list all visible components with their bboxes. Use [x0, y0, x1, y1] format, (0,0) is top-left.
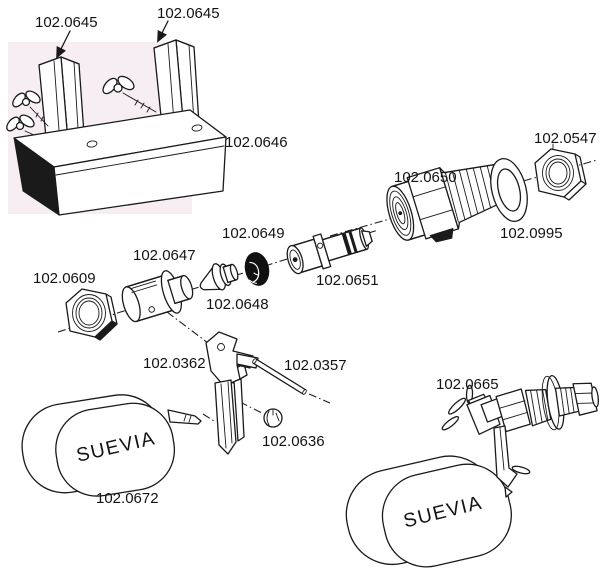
- arrow-clamp-right: [157, 20, 169, 43]
- dash-float-to-lever: [202, 413, 215, 422]
- clamp-plate-right: [153, 39, 200, 127]
- hex-nut-102-0547: [534, 143, 587, 201]
- part-label-clamp-a: 102.0645: [35, 14, 98, 31]
- valve-body-102-0650: [386, 161, 522, 243]
- part-label-cap: 102.0636: [262, 433, 325, 450]
- part-label-washer: 102.0995: [500, 225, 563, 242]
- part-label-rod: 102.0357: [284, 357, 347, 374]
- clamp-plate-left: [38, 56, 86, 149]
- rod-102-0357: [252, 358, 307, 395]
- hex-nut-102-0609: [65, 288, 118, 341]
- assembly-valve: [441, 374, 600, 435]
- dash-rod-axis: [308, 393, 331, 404]
- wing-nut-left-upper: [12, 90, 49, 127]
- part-label-assembly: 102.0665: [436, 376, 499, 393]
- cone-102-0648: [199, 263, 239, 291]
- mounting-bracket-drawing: [6, 20, 227, 216]
- valve-pin-102-0651: [286, 227, 373, 275]
- lever-102-0362: [205, 331, 259, 455]
- cap-102-0636: [263, 408, 283, 428]
- complete-assembly-102-0665: SUEVIA: [345, 374, 600, 568]
- float-stem: [167, 409, 202, 425]
- part-label-pin: 102.0651: [316, 272, 379, 289]
- part-label-clamp-b: 102.0645: [157, 5, 220, 22]
- part-label-valve: 102.0650: [394, 169, 457, 186]
- arrow-clamp-left: [56, 30, 71, 59]
- bracket-box: [13, 109, 227, 216]
- housing-102-0647: [121, 270, 194, 323]
- washer-102-0995: [490, 158, 528, 222]
- assembly-lever: [493, 425, 531, 498]
- part-label-bracket: 102.0646: [225, 134, 288, 151]
- float-paddle-left: SUEVIA: [21, 394, 202, 497]
- float-face-front-right: [381, 463, 512, 568]
- float-face-front: [55, 402, 176, 497]
- part-label-lever: 102.0362: [143, 355, 206, 372]
- part-label-nut-right: 102.0547: [534, 130, 597, 147]
- wing-nut-left-lower: [6, 114, 53, 145]
- part-label-float: 102.0672: [96, 490, 159, 507]
- part-label-housing: 102.0647: [133, 247, 196, 264]
- dash-housing-to-lever: [166, 311, 209, 344]
- dash-lever-to-cap: [239, 401, 263, 414]
- part-label-disc: 102.0649: [222, 225, 285, 242]
- rubber-disc-102-0649: [244, 252, 270, 286]
- part-label-nut-left: 102.0609: [33, 270, 96, 287]
- wing-nut-middle: [102, 75, 157, 113]
- part-label-cone: 102.0648: [206, 296, 269, 313]
